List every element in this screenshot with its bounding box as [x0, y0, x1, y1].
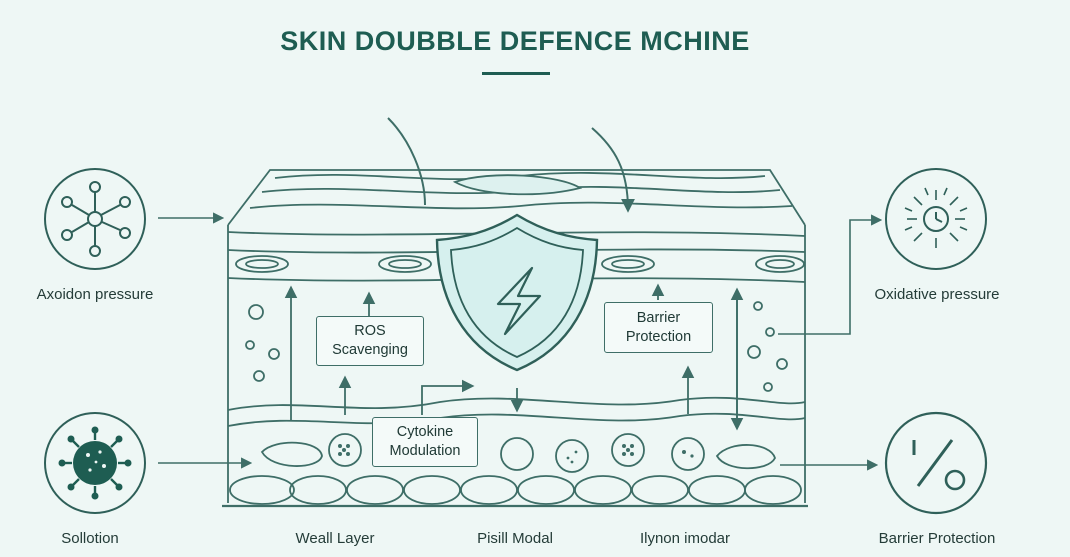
cell-dots — [338, 444, 694, 464]
percent-icon — [884, 411, 988, 515]
page-title: SKIN DOUBBLE DEFENCE MCHINE — [280, 26, 750, 56]
label-ilynon-imodar: Ilynon imodar — [639, 530, 731, 547]
virus-icon — [44, 412, 146, 514]
side-arrows — [158, 212, 883, 471]
surface-pool — [452, 174, 583, 196]
oxidative-burst-icon — [885, 168, 987, 270]
ros-scavenging-box: ROS Scavenging — [316, 316, 424, 366]
internal-arrows — [284, 283, 744, 431]
label-weall-layer: Weall Layer — [295, 530, 375, 547]
label-sollotion: Sollotion — [61, 530, 119, 547]
molecule-network-icon — [44, 168, 146, 270]
box-line: Modulation — [389, 443, 461, 459]
box-line: Protection — [625, 328, 692, 345]
skin-top-surface — [227, 169, 806, 226]
cytokine-modulation-box: Cytokine Modulation — [372, 417, 478, 467]
incoming-arrows — [387, 117, 635, 213]
label-oxidative-pressure: Oxidative pressure — [874, 286, 1000, 303]
label-pisill-modal: Pisill Modal — [477, 530, 553, 547]
label-barrier-protection: Barrier Protection — [878, 530, 996, 547]
box-line: Cytokine — [396, 424, 454, 440]
box-line: Barrier — [636, 309, 681, 326]
surface-line — [249, 201, 793, 210]
box-line: ROS — [354, 323, 386, 339]
title-underline — [482, 72, 550, 75]
barrier-protection-box: Barrier Protection — [604, 302, 713, 353]
box-line: Scavenging — [332, 342, 408, 358]
shield-lightning-icon — [435, 213, 599, 372]
label-axoidon-pressure: Axoidon pressure — [36, 286, 154, 303]
